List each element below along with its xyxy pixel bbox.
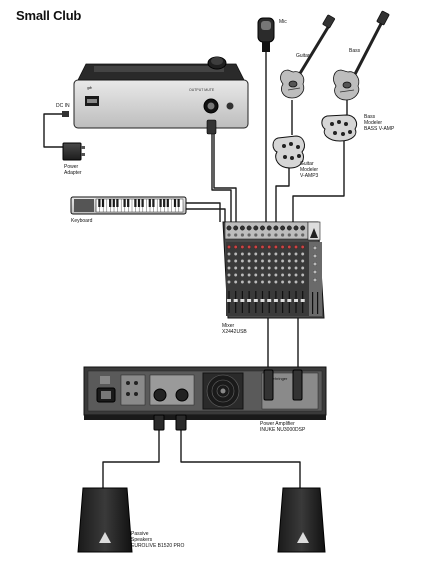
fan-icon	[202, 372, 244, 410]
usb-icon: ⇌	[85, 85, 99, 106]
keyboard-cable	[186, 202, 221, 222]
speaker-cable-right	[180, 430, 301, 488]
interface-panel-text: OUTPUT MUTE	[189, 88, 215, 92]
power-adapter-label: Power Adapter	[64, 164, 82, 176]
page-title: Small Club	[16, 8, 82, 23]
bass-modeler-label: Bass Modeler BASS V-AMP	[364, 114, 395, 132]
speaker-horn-icon	[297, 532, 309, 543]
svg-text:⇌: ⇌	[87, 85, 92, 92]
keyboard-label: Keyboard	[71, 218, 93, 224]
bass-label: Bass	[349, 48, 361, 54]
keyboard	[70, 196, 187, 215]
audio-interface: ⇌ OUTPUT MUTE	[73, 56, 249, 135]
power-adapter	[62, 111, 85, 161]
bass-modeler-cable	[292, 140, 345, 222]
mixer	[222, 221, 325, 319]
speaker-cable-left	[102, 430, 160, 488]
amp-badge: Behringer	[270, 376, 288, 381]
speaker-left	[77, 487, 133, 553]
cables	[43, 52, 348, 488]
guitar-modeler-cable	[275, 168, 290, 222]
power-amplifier-label: Power Amplifier INUKE NU3000DSP	[260, 421, 306, 433]
speaker-horn-icon	[99, 532, 111, 543]
guitar-modeler	[272, 135, 305, 169]
bass-icon	[333, 10, 390, 101]
mic-label: Mic	[279, 19, 287, 25]
bass-modeler	[321, 114, 358, 142]
dc-cable	[43, 113, 74, 148]
guitar-icon	[280, 14, 335, 99]
guitar-label: Guitar	[296, 53, 310, 59]
dc-in-label: DC IN	[56, 103, 70, 109]
mixer-label: Mixer X2442USB	[222, 323, 247, 335]
guitar-modeler-label: Guitar Modeler V-AMP3	[300, 161, 319, 179]
interface-output-cable	[211, 128, 232, 222]
speaker-right	[277, 487, 326, 553]
microphone-icon	[257, 17, 275, 52]
power-amplifier: Behringer	[83, 366, 327, 431]
passive-speakers-label: Passive Speakers EUROLIVE B1520 PRO	[131, 531, 185, 549]
